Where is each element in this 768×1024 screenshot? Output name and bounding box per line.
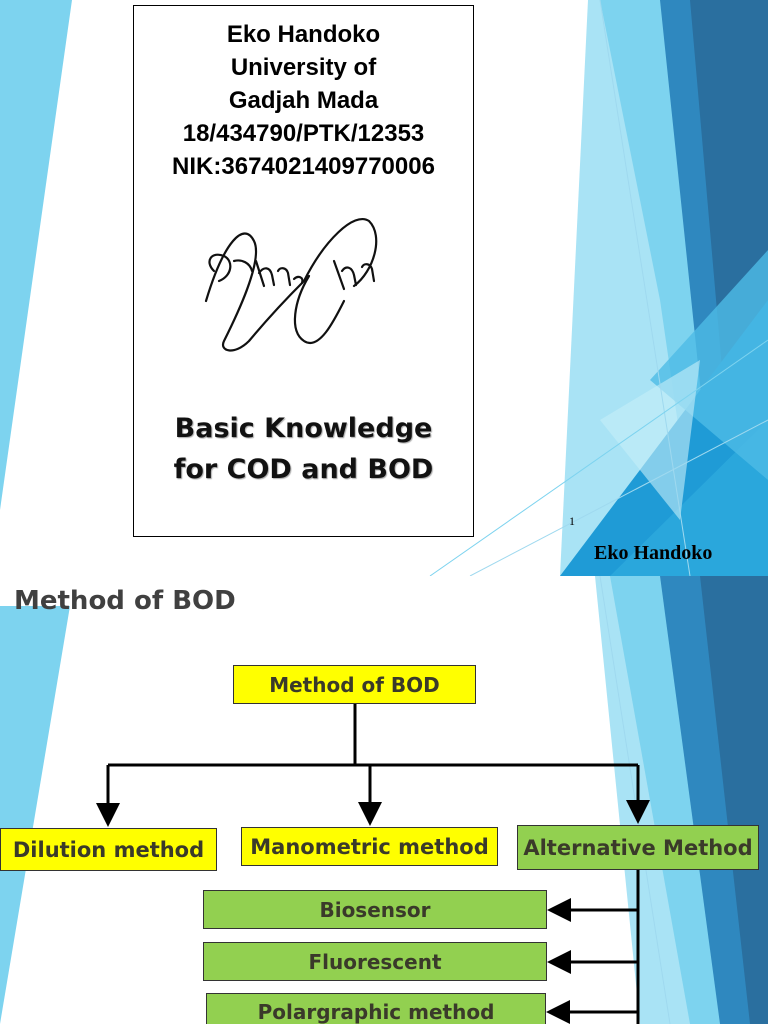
title-card: Eko Handoko University of Gadjah Mada 18… [133, 5, 474, 537]
author-student-id: 18/434790/PTK/12353 [182, 120, 425, 147]
node-polargraphic-method: Polargraphic method [206, 993, 546, 1024]
author-nik: NIK:3674021409770006 [172, 153, 435, 180]
method-slide: Method of BOD Method of BOD Dilution met… [0, 576, 768, 1024]
author-university-line1: University of [230, 54, 377, 81]
slide-title: Method of BOD [14, 586, 236, 616]
node-manometric-method: Manometric method [241, 827, 498, 866]
node-dilution-method: Dilution method [0, 828, 217, 871]
node-fluorescent: Fluorescent [203, 942, 547, 981]
tree-connectors [96, 704, 650, 1024]
handwritten-signature [204, 218, 378, 352]
subtitle-line2: for COD and BOD [173, 454, 434, 485]
node-alternative-method: Alternative Method [517, 825, 759, 870]
slide-background-decoration [0, 0, 768, 576]
node-biosensor: Biosensor [203, 890, 547, 929]
footer-author-name: Eko Handoko [594, 542, 713, 564]
node-method-of-bod: Method of BOD [233, 665, 476, 704]
slide-number: 1 [569, 514, 575, 528]
author-university-line2: Gadjah Mada [228, 87, 379, 114]
subtitle-line1: Basic Knowledge [174, 413, 433, 444]
title-slide: Eko Handoko University of Gadjah Mada 18… [0, 0, 768, 576]
author-name: Eko Handoko [226, 21, 381, 48]
slide-background-decoration [0, 576, 768, 1024]
